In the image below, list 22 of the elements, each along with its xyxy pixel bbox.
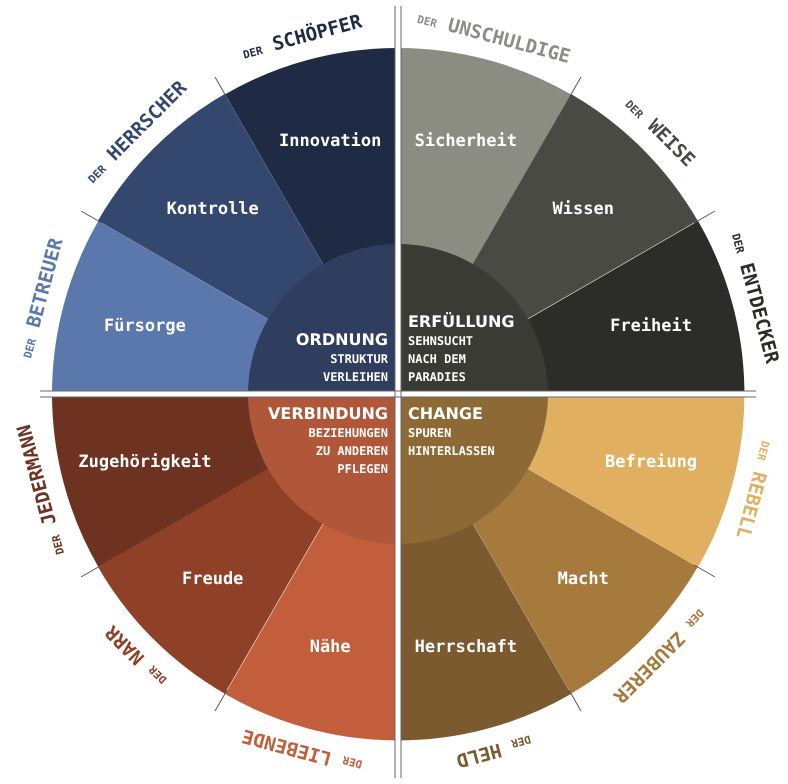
value-label: Herrschaft xyxy=(414,637,517,658)
value-label: Nähe xyxy=(310,637,351,658)
archetype-label: DER REBELL xyxy=(732,438,774,541)
value-label: Kontrolle xyxy=(166,198,259,219)
value-label: Befreiung xyxy=(605,452,698,472)
archetype-label: DER HELD xyxy=(454,732,533,772)
quadrant-subtitle: STRUKTUR VERLEIHEN xyxy=(322,351,388,386)
value-label: Freude xyxy=(182,569,244,590)
value-label: Sicherheit xyxy=(414,130,517,151)
quadrant-heading: ORDNUNG xyxy=(294,330,388,350)
value-label: Fürsorge xyxy=(104,316,186,336)
value-label: Innovation xyxy=(279,130,382,151)
quadrant-heading: ERFÜLLUNG xyxy=(408,312,515,332)
value-label: Wissen xyxy=(552,198,614,219)
quadrant-heading: CHANGE xyxy=(408,404,484,424)
quadrant-subtitle: SPUREN HINTERLASSEN xyxy=(408,425,496,460)
value-label: Freiheit xyxy=(610,316,692,336)
quadrant-subtitle: SEHNSUCHT NACH DEM PARADIES xyxy=(408,333,474,386)
value-label: Zugehörigkeit xyxy=(78,452,212,472)
value-label: Macht xyxy=(558,569,609,590)
quadrant-subtitle: BEZIEHUNGEN ZU ANDEREN PFLEGEN xyxy=(308,425,388,478)
quadrant-heading: VERBINDUNG xyxy=(268,404,388,424)
